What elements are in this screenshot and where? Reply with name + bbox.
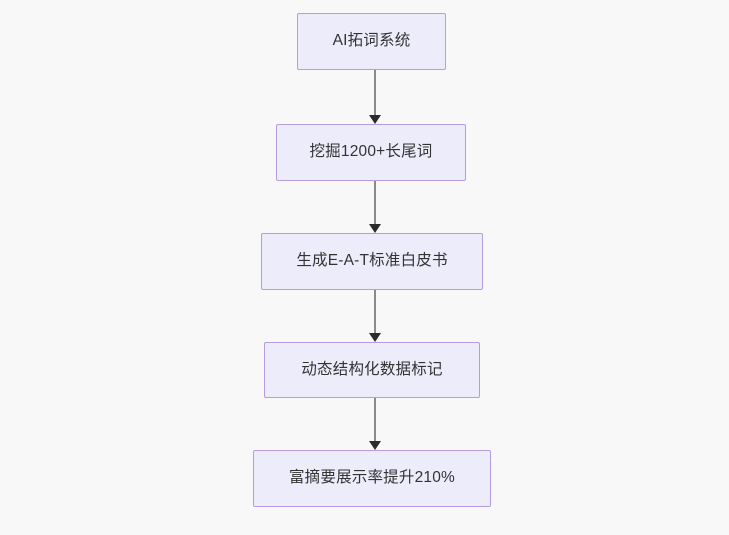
arrowhead-down-icon [369,333,381,342]
flowchart-node-label: 富摘要展示率提升210% [288,469,456,487]
flowchart-edge-e4 [369,398,383,450]
edge-line [374,290,377,334]
flowchart-edge-e1 [369,70,383,124]
flowchart-node-n1[interactable]: AI拓词系统 [297,13,446,70]
edge-line [374,398,377,442]
flowchart-node-n3[interactable]: 生成E-A-T标准白皮书 [261,233,483,290]
arrowhead-down-icon [369,115,381,124]
flowchart-node-n5[interactable]: 富摘要展示率提升210% [253,450,491,507]
flowchart-node-label: 动态结构化数据标记 [301,360,443,378]
flowchart-node-n2[interactable]: 挖掘1200+长尾词 [276,124,466,181]
flowchart-edge-e2 [369,181,383,233]
edge-line [374,70,377,116]
arrowhead-down-icon [369,441,381,450]
flowchart-node-n4[interactable]: 动态结构化数据标记 [264,342,480,398]
flowchart-node-label: AI拓词系统 [332,32,411,50]
edge-line [374,181,377,225]
flowchart-node-label: 生成E-A-T标准白皮书 [296,252,448,270]
arrowhead-down-icon [369,224,381,233]
flowchart-edge-e3 [369,290,383,342]
flowchart-node-label: 挖掘1200+长尾词 [309,143,433,161]
